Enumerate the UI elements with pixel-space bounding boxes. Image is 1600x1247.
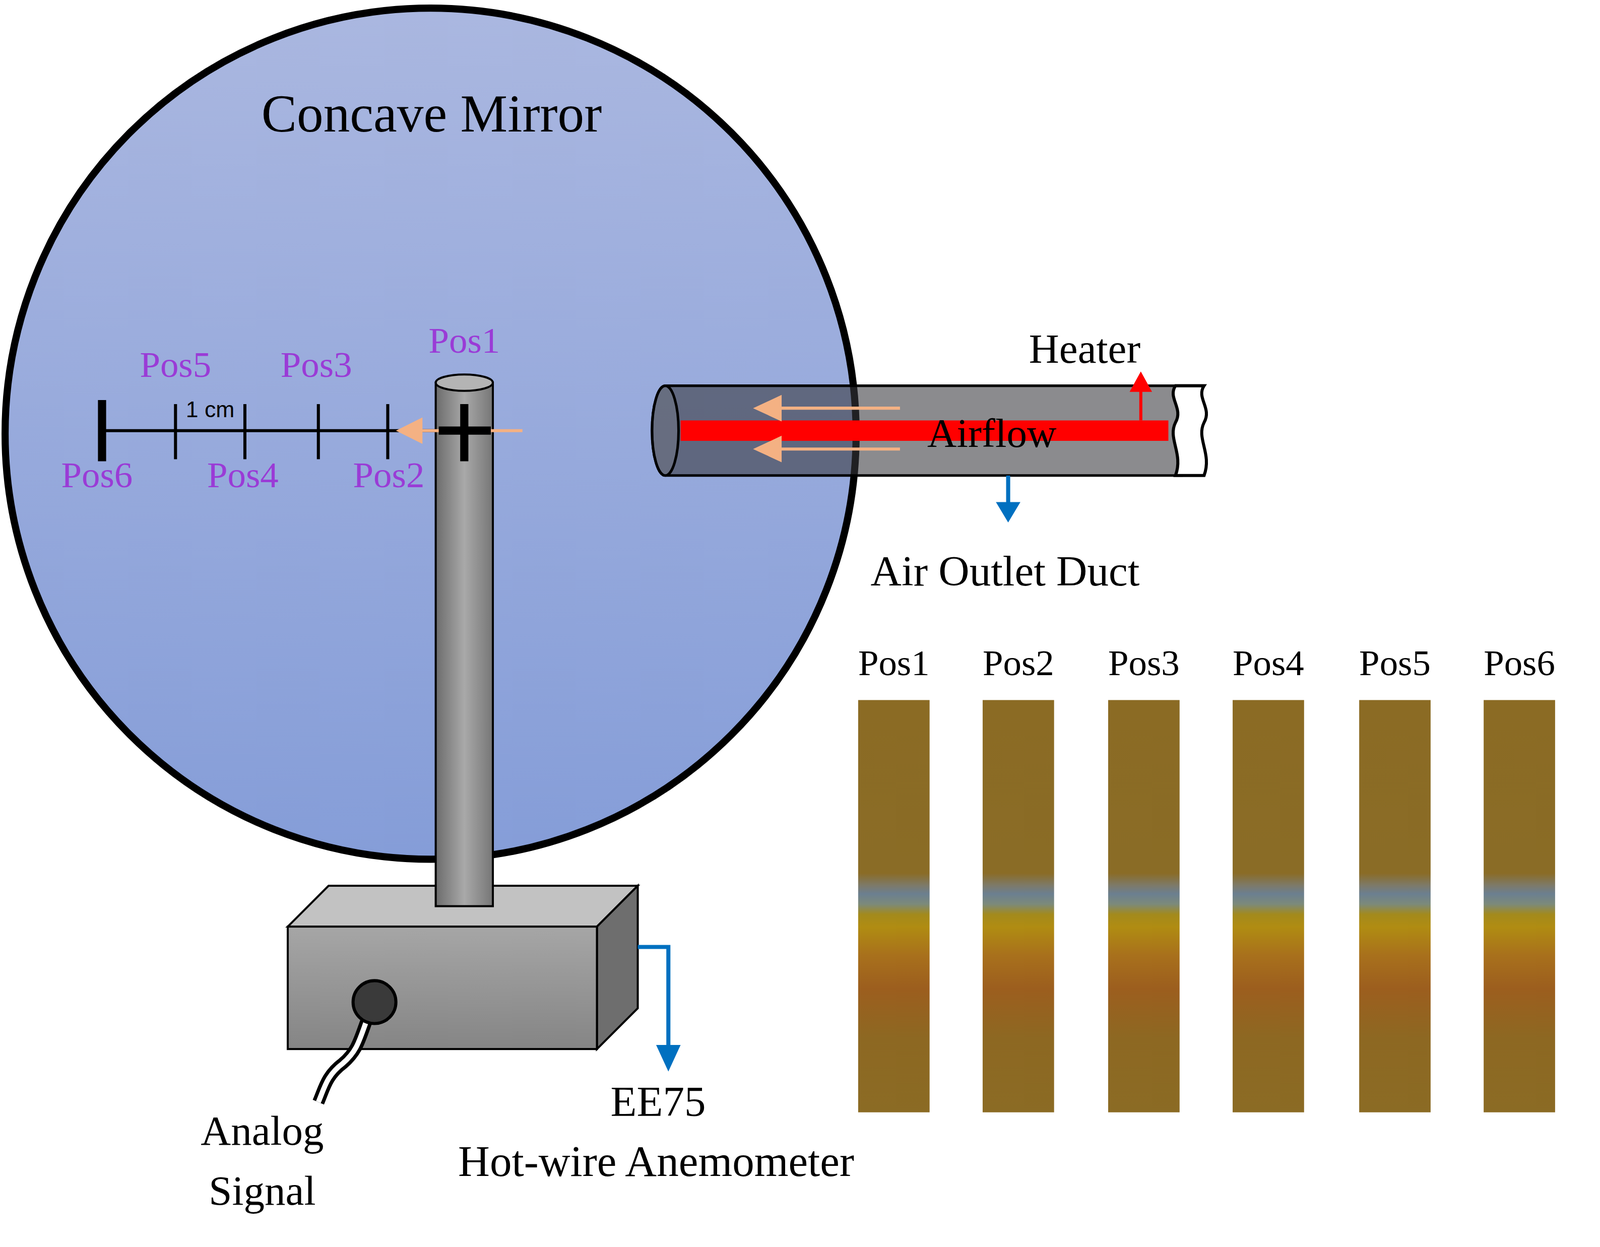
schlieren-image (982, 699, 1055, 1113)
duct-label: Air Outlet Duct (870, 545, 1140, 598)
position-marker: Pos4 (207, 453, 279, 498)
duct-opening (652, 386, 679, 476)
position-heading: Pos3 (1108, 641, 1180, 686)
heater-rod (680, 420, 1169, 441)
ruler-end-tick (97, 400, 106, 462)
position-heading: Pos2 (982, 641, 1055, 686)
schlieren-strip: Pos5 (1359, 641, 1431, 1113)
position-marker: Pos1 (428, 318, 500, 363)
ruler-tick (243, 404, 247, 460)
position-marker: Pos2 (353, 453, 425, 498)
schlieren-strip: Pos4 (1232, 641, 1305, 1113)
position-heading: Pos1 (858, 641, 930, 686)
scale-dimension: 1 cm (185, 396, 235, 424)
pole-top (435, 374, 493, 391)
probe-cross (438, 426, 491, 435)
air-duct: Airflow (649, 379, 1211, 482)
schlieren-image (1483, 699, 1556, 1113)
signal-cable-core (318, 1018, 368, 1103)
schlieren-image (858, 699, 930, 1113)
heater-arrow-line (1139, 388, 1143, 421)
ruler-tick (173, 404, 177, 460)
airflow-arrow-head (396, 417, 423, 444)
outlet-arrow-line (1006, 475, 1011, 507)
heater-label: Heater (1029, 324, 1141, 375)
base-front-face (287, 926, 598, 1050)
position-marker: Pos6 (60, 453, 133, 498)
position-heading: Pos4 (1232, 641, 1305, 686)
callout-arrow-head (656, 1045, 681, 1072)
ruler-tick (316, 404, 320, 460)
airflow-arrow-line (775, 406, 901, 410)
schlieren-image (1108, 699, 1180, 1113)
concave-mirror-title: Concave Mirror (261, 82, 602, 147)
signal-label: Analog Signal (175, 1101, 349, 1223)
position-heading: Pos6 (1483, 641, 1556, 686)
base-side-face (597, 885, 638, 1050)
callout-arrow-line (637, 947, 669, 1050)
schlieren-strip: Pos3 (1108, 641, 1180, 1113)
heater-arrow-head (1129, 371, 1153, 393)
airflow-arrow-line (775, 447, 901, 451)
schlieren-image (1359, 699, 1431, 1113)
instrument-label: Hot-wire Anemometer (458, 1135, 855, 1188)
position-marker: Pos3 (280, 343, 353, 388)
position-heading: Pos5 (1359, 641, 1431, 686)
outlet-arrow-head (995, 501, 1021, 523)
duct-body (652, 386, 1182, 476)
signal-cable (318, 1018, 368, 1103)
instrument-model: EE75 (610, 1076, 707, 1128)
schlieren-strip: Pos1 (858, 641, 930, 1113)
schlieren-strip: Pos6 (1483, 641, 1556, 1113)
cable-connector (353, 980, 397, 1024)
ruler-tick (386, 404, 390, 460)
duct-cut-end (1173, 386, 1207, 476)
position-marker: Pos5 (139, 343, 212, 388)
airflow-label: Airflow (927, 409, 1057, 459)
airflow-arrow-head (752, 435, 782, 463)
schlieren-image (1232, 699, 1305, 1113)
probe-pole (435, 382, 493, 907)
airflow-arrow-head (752, 395, 782, 422)
airflow-arrow-line (416, 429, 523, 433)
schlieren-strip: Pos2 (982, 641, 1055, 1113)
